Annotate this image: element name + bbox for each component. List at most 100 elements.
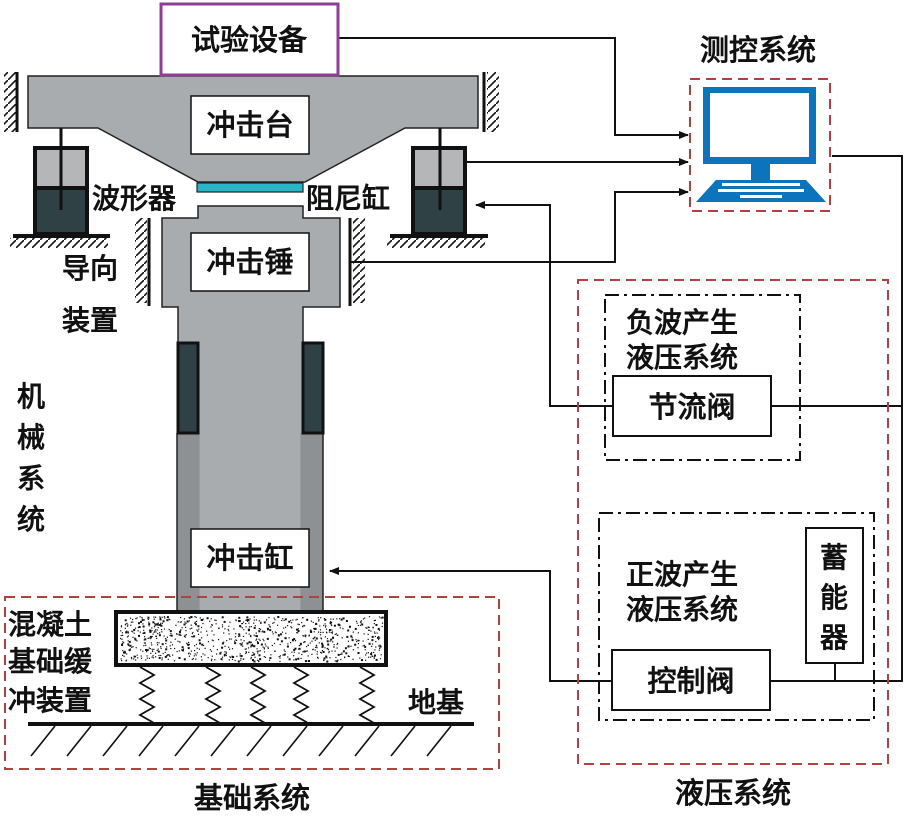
concrete-speck	[180, 634, 182, 636]
concrete-speck	[120, 630, 122, 632]
concrete-speck	[210, 660, 213, 662]
concrete-speck	[186, 642, 188, 644]
concrete-speck	[157, 644, 159, 646]
concrete-speck	[331, 650, 333, 652]
computer-icon	[696, 87, 826, 202]
concrete-speck	[240, 657, 242, 659]
concrete-speck	[367, 652, 369, 654]
ground-hatch-stroke	[246, 725, 272, 757]
concrete-speck	[257, 659, 259, 661]
concrete-speck	[317, 657, 319, 659]
concrete-speck	[231, 658, 234, 660]
concrete-speck	[124, 650, 126, 652]
concrete-speck	[121, 632, 123, 634]
buffer-device-label-1: 混凝土	[8, 608, 92, 641]
concrete-speck	[367, 633, 369, 635]
concrete-speck	[183, 635, 186, 638]
concrete-speck	[204, 647, 206, 649]
concrete-speck	[234, 659, 236, 662]
concrete-speck	[207, 657, 209, 659]
concrete-speck	[330, 618, 332, 620]
concrete-speck	[234, 640, 236, 642]
concrete-speck	[316, 645, 318, 647]
concrete-speck	[195, 616, 197, 618]
concrete-speck	[134, 637, 136, 639]
concrete-speck	[164, 655, 167, 658]
concrete-speck	[185, 626, 187, 628]
concrete-speck	[218, 639, 220, 641]
concrete-speck	[216, 653, 218, 655]
concrete-speck	[319, 625, 321, 627]
concrete-speck	[212, 640, 214, 642]
concrete-speck	[355, 620, 358, 622]
concrete-speck	[298, 645, 300, 647]
concrete-speck	[352, 631, 354, 633]
impact-table-label: 冲击台	[206, 108, 293, 142]
concrete-speck	[361, 623, 363, 626]
concrete-speck	[255, 619, 257, 621]
concrete-speck	[212, 645, 215, 647]
concrete-speck	[167, 654, 170, 656]
concrete-speck	[148, 625, 150, 627]
concrete-speck	[288, 637, 290, 639]
concrete-speck	[263, 651, 266, 653]
concrete-speck	[120, 637, 122, 640]
concrete-speck	[258, 660, 260, 662]
concrete-speck	[337, 659, 339, 661]
concrete-speck	[276, 638, 279, 641]
concrete-speck	[378, 616, 381, 618]
concrete-speck	[316, 651, 318, 653]
concrete-speck	[180, 621, 182, 623]
concrete-speck	[133, 658, 135, 660]
concrete-speck	[285, 626, 287, 628]
concrete-speck	[312, 637, 314, 640]
concrete-speck	[367, 638, 369, 640]
concrete-speck	[188, 620, 190, 622]
concrete-speck	[170, 641, 172, 643]
concrete-speck	[366, 627, 368, 629]
concrete-speck	[245, 648, 247, 650]
concrete-speck	[318, 631, 320, 633]
concrete-speck	[253, 653, 256, 656]
concrete-speck	[135, 659, 137, 661]
concrete-speck	[253, 634, 255, 636]
concrete-speck	[169, 619, 171, 621]
concrete-speck	[165, 638, 167, 640]
concrete-speck	[296, 618, 298, 620]
concrete-speck	[252, 654, 254, 656]
concrete-speck	[158, 657, 161, 659]
concrete-speck	[374, 649, 376, 651]
concrete-speck	[308, 635, 310, 637]
concrete-speck	[318, 642, 320, 644]
concrete-speck	[245, 651, 247, 653]
concrete-speck	[194, 622, 196, 624]
concrete-speck	[175, 624, 177, 626]
concrete-speck	[124, 627, 126, 629]
concrete-speck	[149, 629, 152, 632]
concrete-speck	[355, 639, 357, 641]
concrete-speck	[126, 625, 129, 627]
concrete-speck	[157, 624, 159, 626]
concrete-speck	[123, 655, 125, 657]
concrete-speck	[332, 641, 334, 643]
concrete-speck	[313, 637, 315, 639]
concrete-speck	[185, 622, 187, 624]
concrete-speck	[324, 626, 327, 628]
concrete-speck	[341, 652, 343, 654]
concrete-speck	[254, 625, 256, 627]
concrete-speck	[373, 623, 375, 625]
concrete-speck	[120, 626, 123, 628]
concrete-speck	[327, 648, 330, 651]
concrete-speck	[160, 624, 163, 627]
concrete-speck	[168, 654, 171, 656]
hydraulic-system-label: 液压系统	[675, 776, 791, 810]
concrete-speck	[126, 632, 128, 634]
concrete-speck	[370, 630, 372, 632]
concrete-speck	[374, 654, 376, 657]
concrete-speck	[206, 630, 208, 632]
concrete-speck	[248, 647, 250, 649]
concrete-speck	[297, 628, 299, 630]
concrete-speck	[194, 616, 196, 618]
concrete-speck	[163, 616, 165, 618]
foundation-system-label: 基础系统	[194, 781, 310, 815]
